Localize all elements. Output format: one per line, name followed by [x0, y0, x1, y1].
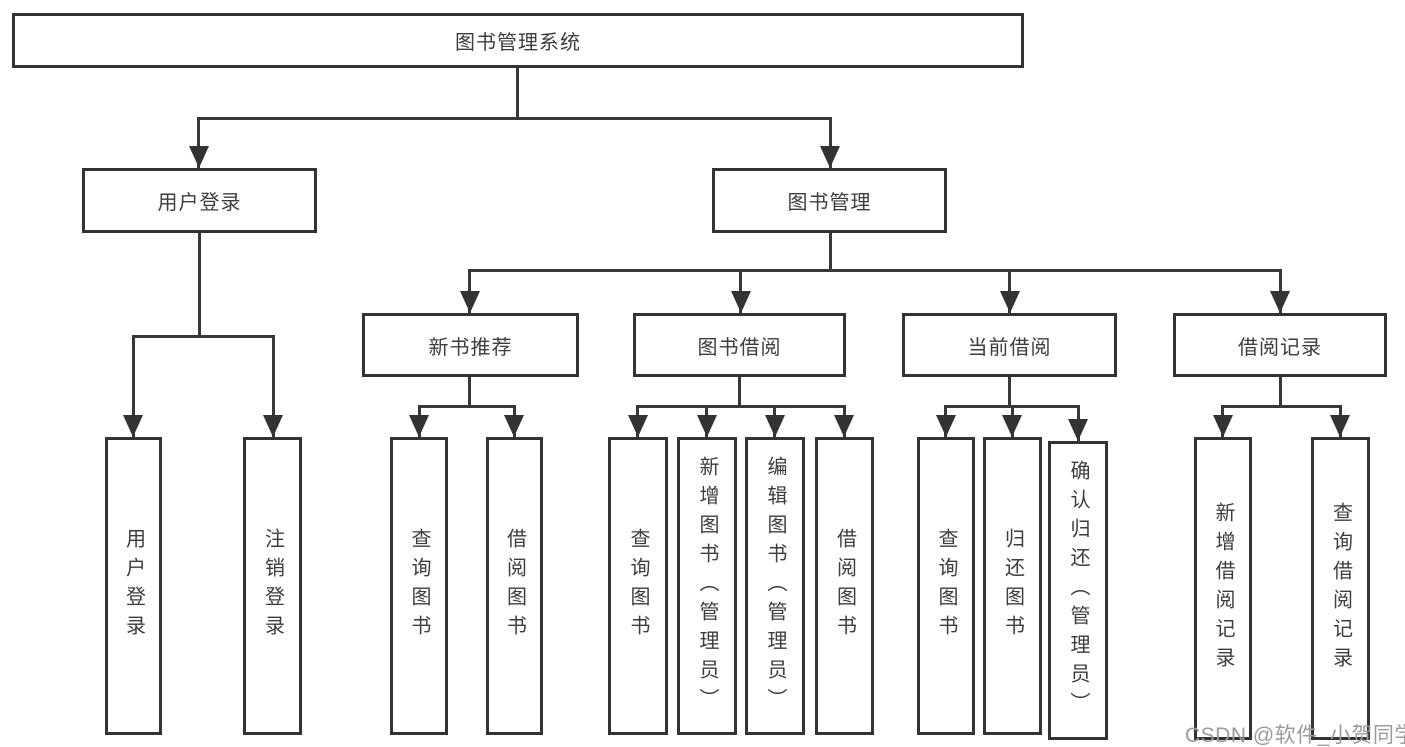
node-new-book-recommend: 新书推荐	[362, 313, 579, 377]
node-label: 查询图书	[935, 528, 957, 644]
arrowhead-icon	[189, 146, 209, 168]
leaf-add-borrow-record: 新增借阅记录	[1194, 437, 1252, 740]
node-root-system: 图书管理系统	[12, 13, 1024, 68]
connector-stem	[198, 233, 201, 338]
node-label: 图书借阅	[697, 336, 782, 359]
connector-level3-rail	[468, 269, 1282, 272]
arrowhead-icon	[504, 415, 524, 437]
leaf-logout: 注销登录	[243, 437, 302, 735]
node-label: 借阅图书	[503, 528, 526, 644]
node-label: 用户登录	[122, 528, 145, 644]
node-book-borrow: 图书借阅	[633, 313, 846, 377]
csdn-watermark: CSDN @软件_小贺同学	[1185, 724, 1405, 747]
leaf-query-book-2: 查询图书	[608, 437, 668, 735]
node-label: 确认归还（管理员）	[1067, 460, 1089, 721]
node-label: 注销登录	[261, 528, 284, 644]
arrowhead-icon	[1213, 415, 1233, 437]
leaf-user-login: 用户登录	[105, 437, 162, 735]
connector-rail	[636, 405, 846, 408]
arrowhead-icon	[1330, 415, 1350, 437]
leaf-query-book-1: 查询图书	[390, 437, 448, 735]
leaf-confirm-return-admin: 确认归还（管理员）	[1048, 441, 1108, 740]
connector-stem	[468, 377, 471, 408]
arrowhead-icon	[628, 415, 648, 437]
node-label: 借阅图书	[833, 528, 856, 644]
arrowhead-icon	[263, 415, 283, 437]
leaf-query-book-3: 查询图书	[917, 437, 975, 735]
connector-stem	[1279, 377, 1282, 408]
node-label: 编辑图书（管理员）	[764, 455, 786, 717]
connector-level2-rail	[197, 117, 832, 120]
arrowhead-icon	[1000, 291, 1020, 313]
node-borrow-record: 借阅记录	[1173, 313, 1387, 377]
connector-stem	[738, 377, 741, 408]
node-user-login: 用户登录	[82, 168, 317, 233]
connector-stem	[1008, 377, 1011, 408]
arrowhead-icon	[765, 415, 785, 437]
connector-root-stem	[516, 68, 519, 119]
arrowhead-icon	[460, 291, 480, 313]
arrowhead-icon	[834, 415, 854, 437]
arrowhead-icon	[731, 291, 751, 313]
node-label: 查询图书	[408, 528, 430, 644]
connector-stem	[197, 117, 200, 168]
leaf-edit-book-admin: 编辑图书（管理员）	[745, 437, 805, 735]
connector-rail	[418, 405, 516, 408]
leaf-borrow-book-2: 借阅图书	[815, 437, 874, 735]
node-current-borrow: 当前借阅	[902, 313, 1117, 377]
connector-stem	[829, 233, 832, 272]
node-label: 图书管理	[787, 192, 872, 214]
arrowhead-icon	[1270, 291, 1290, 313]
node-label: 当前借阅	[967, 336, 1052, 359]
connector-stem	[132, 335, 135, 437]
node-label: 查询借阅记录	[1329, 501, 1352, 676]
node-label: 图书管理系统	[455, 32, 581, 54]
node-book-management: 图书管理	[712, 168, 947, 233]
leaf-add-book-admin: 新增图书（管理员）	[677, 437, 737, 735]
node-label: 新书推荐	[428, 336, 513, 359]
connector-rail	[1221, 405, 1342, 408]
leaf-query-borrow-record: 查询借阅记录	[1311, 437, 1370, 740]
connector-stem	[829, 117, 832, 168]
arrowhead-icon	[1068, 419, 1088, 441]
node-label: 归还图书	[1001, 528, 1024, 644]
arrowhead-icon	[820, 146, 840, 168]
connector-rail	[132, 335, 275, 338]
arrowhead-icon	[697, 415, 717, 437]
node-label: 查询图书	[627, 528, 649, 644]
arrowhead-icon	[936, 415, 956, 437]
node-label: 用户登录	[157, 192, 242, 214]
connector-stem	[272, 335, 275, 437]
node-label: 新增借阅记录	[1212, 501, 1234, 676]
node-label: 新增图书（管理员）	[696, 455, 718, 717]
leaf-return-book: 归还图书	[983, 437, 1042, 735]
node-label: 借阅记录	[1238, 336, 1322, 359]
leaf-borrow-book-1: 借阅图书	[486, 437, 543, 735]
arrowhead-icon	[123, 415, 143, 437]
arrowhead-icon	[1002, 415, 1022, 437]
arrowhead-icon	[409, 415, 429, 437]
